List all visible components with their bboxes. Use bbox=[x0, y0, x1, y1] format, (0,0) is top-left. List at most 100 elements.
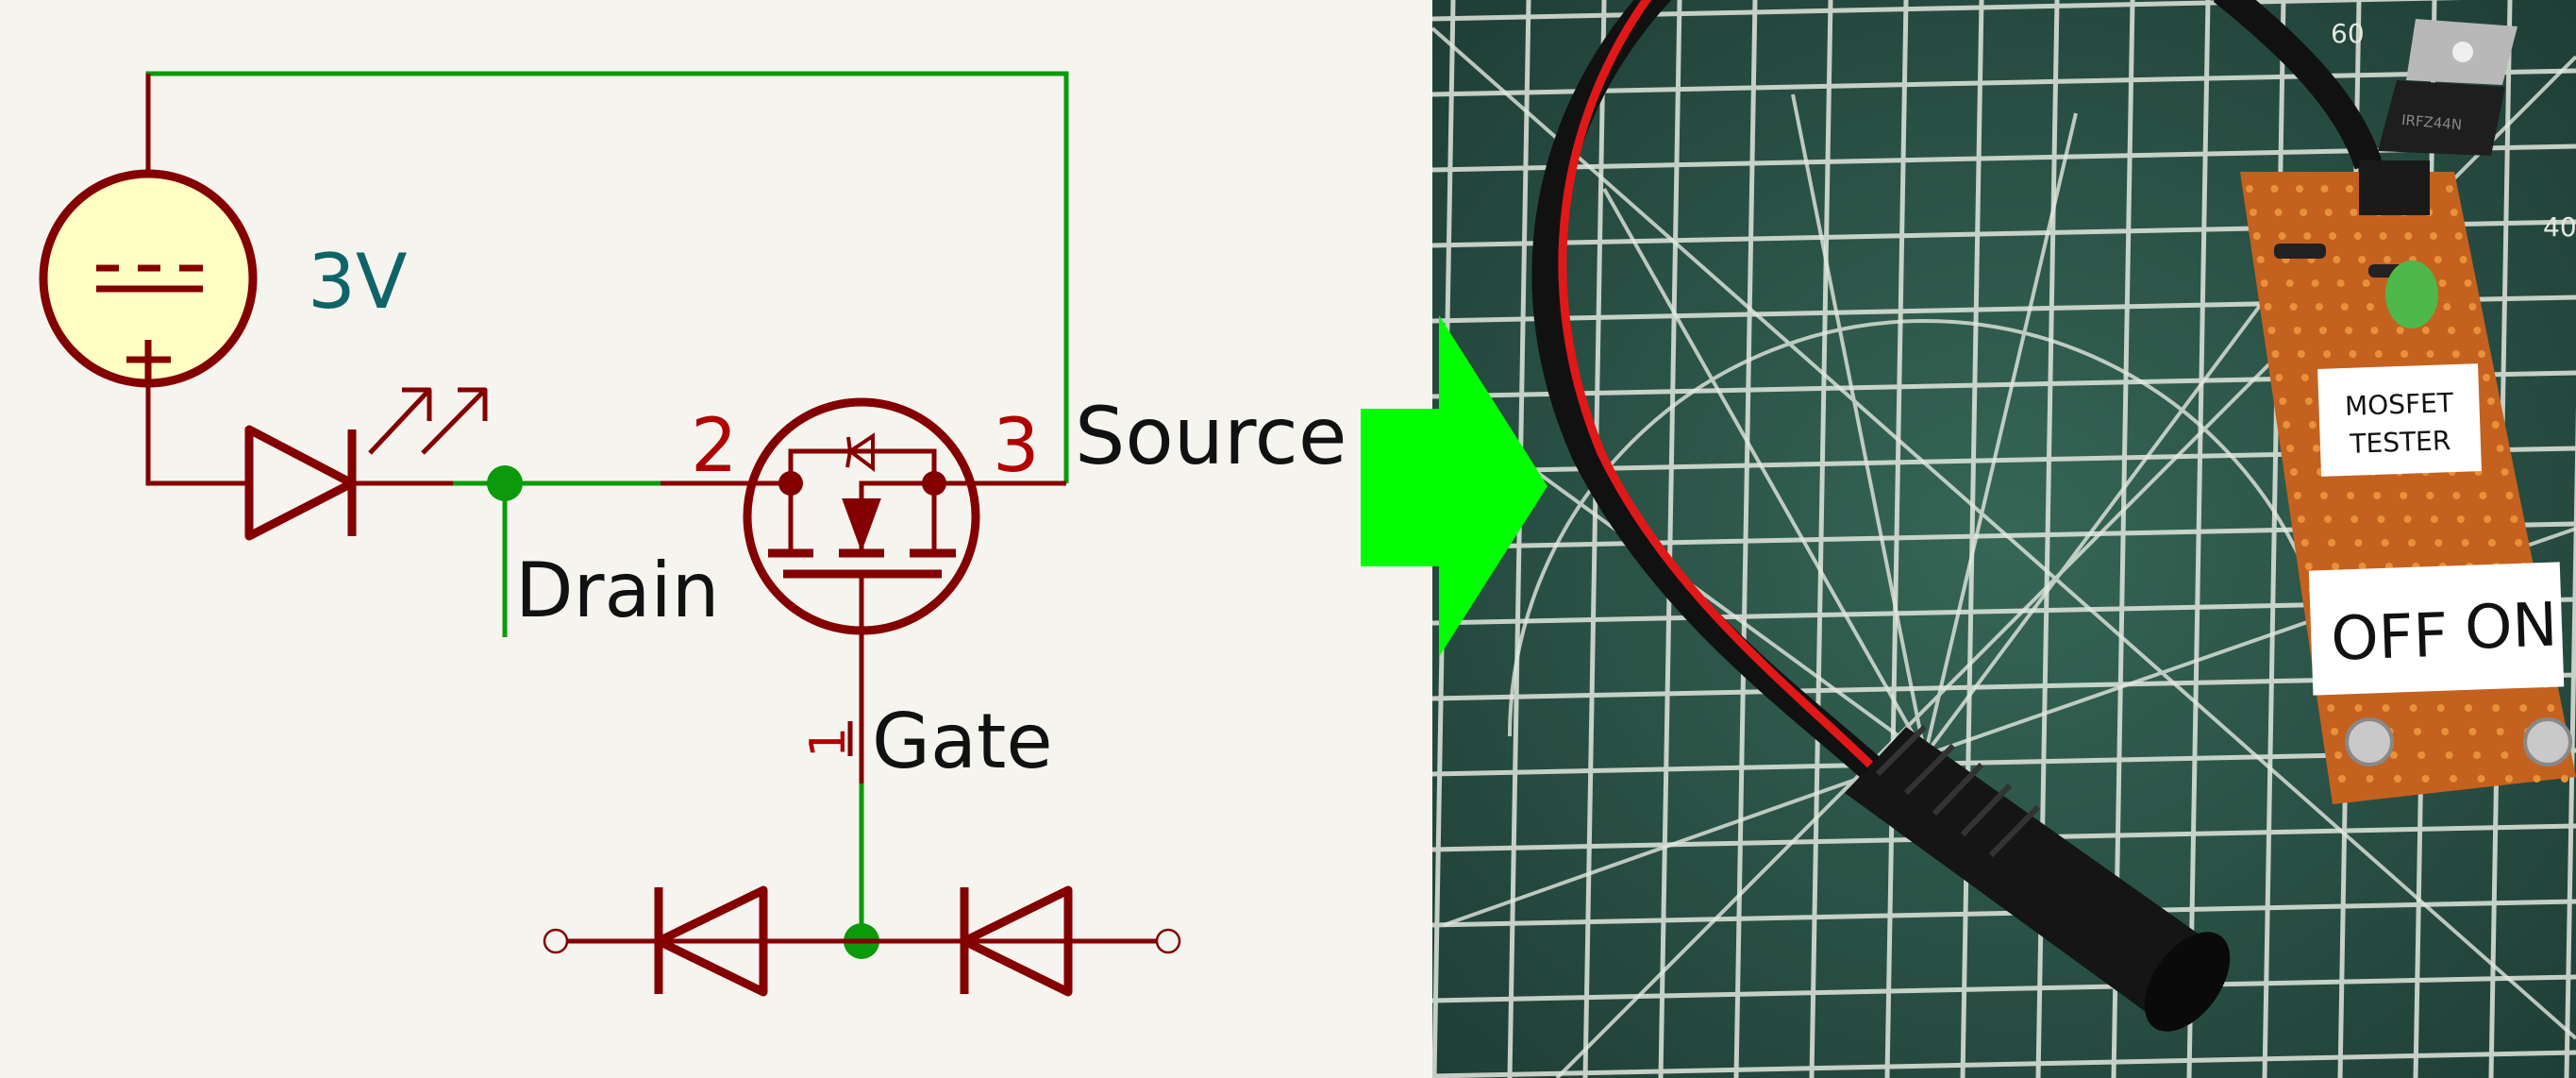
board-hole bbox=[2324, 209, 2333, 216]
board-hole bbox=[2358, 563, 2367, 570]
pin-number-gate: 1 bbox=[800, 727, 857, 758]
board-hole bbox=[2487, 539, 2496, 547]
board-hole bbox=[2328, 539, 2336, 547]
board-hole bbox=[2347, 492, 2355, 499]
board-hole bbox=[2446, 185, 2453, 193]
dc-jack-connector bbox=[1845, 724, 2231, 1032]
board-hole bbox=[2312, 445, 2320, 452]
transistor-marking: IRFZ44N bbox=[2400, 111, 2462, 134]
board-hole bbox=[2408, 539, 2416, 547]
board-hole bbox=[2451, 350, 2460, 358]
board-hole bbox=[2448, 327, 2456, 334]
board-hole bbox=[2452, 492, 2461, 499]
board-hole bbox=[2333, 256, 2341, 263]
board-hole bbox=[2275, 374, 2283, 381]
label-line2: TESTER bbox=[2349, 425, 2451, 460]
board-hole bbox=[2434, 256, 2442, 263]
board-hole bbox=[2400, 350, 2409, 358]
board-hole bbox=[2426, 350, 2434, 358]
board-hole bbox=[2366, 775, 2374, 783]
board-hole bbox=[2297, 350, 2305, 358]
board-hole bbox=[2327, 704, 2335, 712]
board-hole bbox=[2311, 279, 2319, 287]
photo-mosfet-tester: 60 40 IRFZ44N MO bbox=[1432, 0, 2576, 1078]
board-hole bbox=[2394, 775, 2401, 783]
board-hole bbox=[2450, 775, 2457, 783]
board-hole bbox=[2285, 279, 2294, 287]
board-hole bbox=[2289, 303, 2298, 311]
board-hole bbox=[2293, 327, 2301, 334]
cable-red bbox=[1558, 0, 1874, 768]
board-hole bbox=[2515, 539, 2523, 547]
screw-terminal-right bbox=[2523, 717, 2572, 766]
board-hole bbox=[2297, 515, 2305, 523]
board-hole bbox=[2533, 775, 2541, 783]
board-hole bbox=[2286, 445, 2295, 452]
right-arrow-icon bbox=[1361, 315, 1547, 657]
grid-line bbox=[1960, 0, 1984, 1078]
board-hole bbox=[2464, 279, 2472, 287]
board-hole bbox=[2396, 327, 2404, 334]
board-hole bbox=[2370, 327, 2379, 334]
board-hole bbox=[2491, 421, 2500, 429]
grid-line bbox=[1507, 0, 1531, 1078]
board-hole bbox=[2300, 374, 2309, 381]
board-hole bbox=[2468, 728, 2477, 735]
board-hole bbox=[2468, 303, 2477, 311]
board-hole bbox=[2496, 728, 2504, 735]
label-line1: MOSFET bbox=[2344, 387, 2454, 422]
board-hole bbox=[2362, 279, 2370, 287]
gate-diodes bbox=[543, 885, 1181, 997]
terminal-right bbox=[1155, 928, 1181, 954]
board-hole bbox=[2350, 209, 2358, 216]
board-hole bbox=[2353, 232, 2362, 240]
board-hole bbox=[2246, 185, 2253, 193]
board-hole bbox=[2505, 492, 2514, 499]
board-hole bbox=[2331, 728, 2339, 735]
board-hole bbox=[2454, 232, 2463, 240]
board-hole bbox=[2421, 327, 2430, 334]
board-hole bbox=[2409, 704, 2417, 712]
board-hole bbox=[2358, 256, 2367, 263]
net-label-drain: Drain bbox=[515, 547, 719, 634]
grid-line bbox=[1432, 974, 2576, 1003]
board-hole bbox=[2308, 421, 2317, 429]
board-hole bbox=[2464, 704, 2472, 712]
board-hole bbox=[2404, 232, 2413, 240]
board-hole bbox=[2324, 515, 2333, 523]
green-led bbox=[2385, 261, 2438, 328]
board-hole bbox=[2377, 515, 2385, 523]
board-hole bbox=[2274, 209, 2283, 216]
label-off-on: OFF ON bbox=[2308, 562, 2565, 696]
board-hole bbox=[2413, 728, 2421, 735]
board-hole bbox=[2271, 350, 2280, 358]
grid-line bbox=[2186, 0, 2211, 1078]
board-hole bbox=[2367, 303, 2374, 311]
board-hole bbox=[2304, 397, 2313, 405]
board-hole bbox=[2450, 209, 2458, 216]
board-hole bbox=[2340, 303, 2349, 311]
board-hole bbox=[2438, 279, 2447, 287]
schematic: 3V bbox=[39, 71, 1347, 997]
board-hole bbox=[2430, 232, 2438, 240]
board-hole bbox=[2519, 704, 2528, 712]
pin-number-source: 3 bbox=[993, 404, 1040, 489]
board-hole bbox=[2267, 327, 2276, 334]
board-hole bbox=[2403, 515, 2412, 523]
board-hole bbox=[2346, 185, 2353, 193]
board-hole bbox=[2374, 350, 2383, 358]
diode-right bbox=[960, 885, 1073, 997]
board-hole bbox=[2304, 563, 2313, 570]
pin-number-drain: 2 bbox=[691, 404, 738, 489]
board-hole bbox=[2293, 492, 2301, 499]
board-hole bbox=[2249, 209, 2257, 216]
label-mosfet-tester: MOSFET TESTER bbox=[2317, 363, 2482, 477]
junction-drain bbox=[487, 465, 523, 501]
grid-line bbox=[1658, 0, 1682, 1078]
board-hole bbox=[2354, 539, 2363, 547]
board-hole bbox=[2477, 775, 2485, 783]
label-off: OFF bbox=[2330, 601, 2450, 675]
board-hole bbox=[2350, 515, 2359, 523]
board-hole bbox=[2436, 704, 2445, 712]
board-hole bbox=[2443, 303, 2451, 311]
